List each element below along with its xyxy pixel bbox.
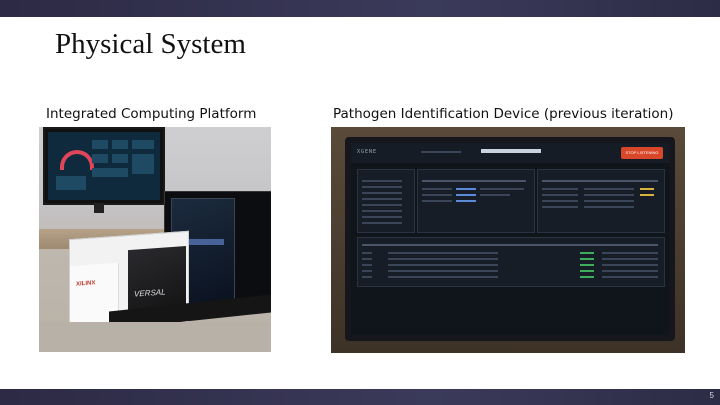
table-cell (388, 270, 498, 272)
right-caption: Pathogen Identification Device (previous… (333, 106, 674, 122)
table-row (422, 194, 452, 196)
top-banner (0, 0, 720, 17)
pathogen-device-photo: XGENE STOP LISTENING (331, 127, 685, 353)
device-screen: XGENE STOP LISTENING (351, 143, 669, 335)
table-row (362, 264, 372, 266)
table-cell (456, 200, 476, 202)
table-cell (584, 194, 634, 196)
table-cell (602, 252, 658, 254)
dashboard-tile (92, 154, 108, 163)
page-number: 5 (709, 391, 714, 400)
stop-listening-button[interactable]: STOP LISTENING (621, 147, 663, 159)
floor (39, 322, 271, 352)
table-row (542, 188, 578, 190)
status-badge (580, 252, 594, 254)
table-cell (584, 188, 634, 190)
header-stats (481, 149, 541, 153)
bottom-banner: 5 (0, 389, 720, 405)
dashboard-tile (112, 140, 128, 149)
table-cell (456, 194, 476, 196)
list-item (362, 216, 402, 218)
monitor-stand (94, 203, 104, 213)
gauge-icon (60, 150, 94, 170)
list-item (362, 198, 402, 200)
table-row (362, 270, 372, 272)
table-cell (480, 194, 510, 196)
table-cell (388, 258, 498, 260)
device-bezel: XGENE STOP LISTENING (345, 137, 675, 341)
status-badge (580, 270, 594, 272)
table-row (362, 252, 372, 254)
table-cell (584, 200, 634, 202)
active-samples-panel (417, 169, 535, 233)
list-item (362, 186, 402, 188)
status-badge (640, 188, 654, 190)
status-badge (640, 194, 654, 196)
box-brand-label: XILINX (76, 280, 96, 288)
table-row (542, 200, 578, 202)
table-row (542, 206, 578, 208)
table-cell (602, 258, 658, 260)
table-header (422, 180, 526, 182)
table-cell (388, 264, 498, 266)
list-item (362, 204, 402, 206)
table-cell (602, 264, 658, 266)
table-row (362, 258, 372, 260)
dashboard-tile (92, 168, 128, 177)
detections-panel (537, 169, 665, 233)
status-badge (580, 258, 594, 260)
status-badge (580, 264, 594, 266)
monitor-screen (48, 132, 160, 200)
case-light (184, 239, 224, 245)
left-caption: Integrated Computing Platform (46, 106, 257, 122)
monitor (43, 127, 165, 205)
status-badge (580, 276, 594, 278)
slide-title: Physical System (55, 28, 246, 60)
list-item (362, 210, 402, 212)
table-cell (480, 188, 524, 190)
list-item (362, 222, 402, 224)
table-cell (388, 252, 498, 254)
device-header: XGENE STOP LISTENING (351, 143, 669, 163)
table-cell (602, 270, 658, 272)
sample-list-panel (357, 169, 415, 233)
table-cell (584, 206, 634, 208)
table-header (542, 180, 658, 182)
table-cell (456, 188, 476, 190)
table-cell (388, 276, 498, 278)
dashboard-tile (92, 140, 108, 149)
dashboard-tile (112, 154, 128, 163)
table-header (362, 244, 658, 246)
header-text (421, 151, 461, 153)
table-cell (602, 276, 658, 278)
list-item (362, 192, 402, 194)
stop-listening-label: STOP LISTENING (625, 150, 659, 155)
table-row (422, 188, 452, 190)
table-row (542, 194, 578, 196)
reports-panel (357, 237, 665, 287)
list-item (362, 180, 402, 182)
dashboard-tile (56, 176, 86, 190)
table-row (422, 200, 452, 202)
device-app-brand: XGENE (357, 149, 378, 155)
computing-platform-photo: XILINX VERSAL (39, 127, 271, 352)
dashboard-tile (132, 140, 154, 149)
table-row (362, 276, 372, 278)
dashboard-tile (132, 154, 154, 174)
